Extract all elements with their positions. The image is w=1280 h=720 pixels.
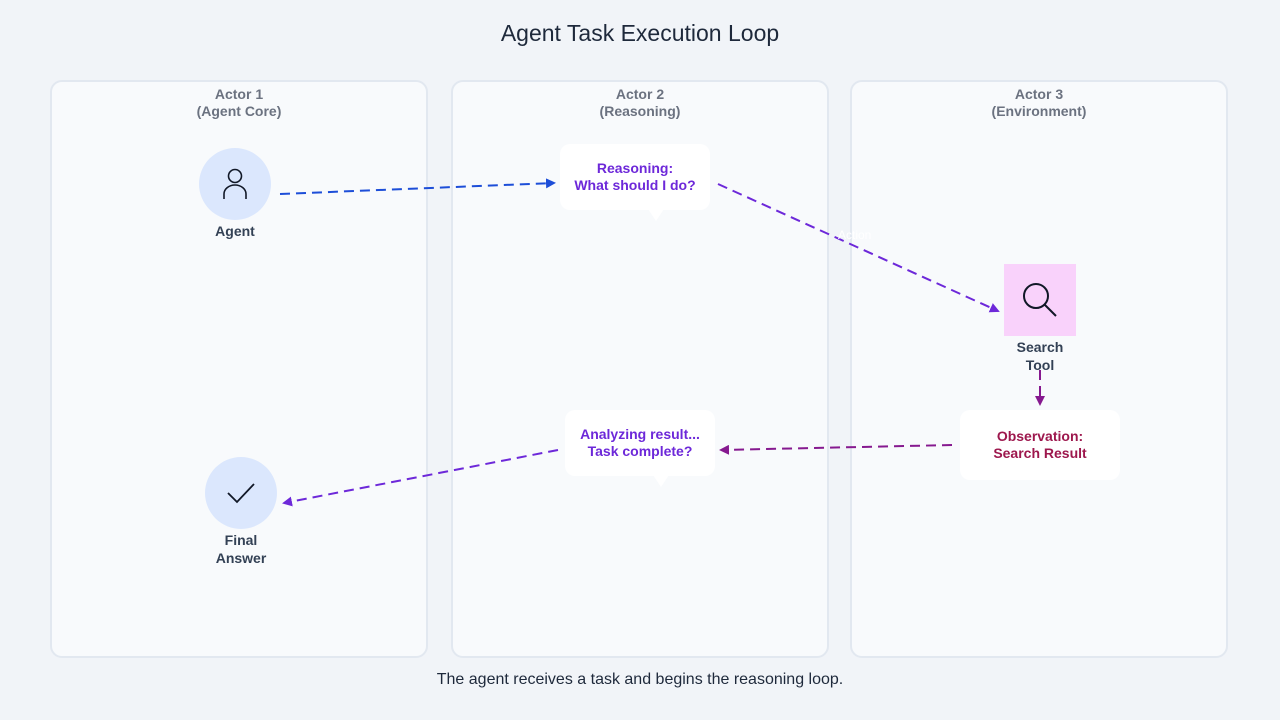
lane-title: Actor 1 xyxy=(214,86,264,102)
lane-title: Actor 3 xyxy=(1014,86,1064,102)
search-tool-line2: Tool xyxy=(1025,357,1055,373)
agent-label-text: Agent xyxy=(215,223,255,239)
checkmark-icon xyxy=(227,483,255,504)
diagram-title: Agent Task Execution Loop xyxy=(500,20,780,46)
analyzing-line2: Task complete? xyxy=(587,443,693,459)
arrow-reasoning-to-tool xyxy=(717,183,1000,313)
arrow-observation-to-analyzing xyxy=(719,444,953,455)
search-tool-label: Search Tool xyxy=(990,338,1090,374)
lane-title: Actor 2 xyxy=(615,86,665,102)
status-caption: The agent receives a task and begins the… xyxy=(436,671,844,688)
final-answer-label: Final Answer xyxy=(191,531,291,567)
observation-bubble: Observation: Search Result xyxy=(960,410,1120,480)
lane-header-actor-2: Actor 2 (Reasoning) xyxy=(453,86,827,120)
lane-subtitle: (Reasoning) xyxy=(599,103,681,119)
search-tool-line1: Search xyxy=(1016,339,1064,355)
edge-label-action: Action xyxy=(838,228,872,242)
analyzing-bubble: Analyzing result... Task complete? xyxy=(565,410,715,487)
lane-actor-3: Actor 3 (Environment) xyxy=(850,80,1228,658)
final-answer-line1: Final xyxy=(224,532,258,548)
arrow-analyzing-to-final xyxy=(282,449,559,507)
bubble-tail xyxy=(648,209,664,221)
lane-subtitle: (Agent Core) xyxy=(196,103,282,119)
observation-line1: Observation: xyxy=(996,428,1084,444)
agent-node xyxy=(199,148,271,220)
arrow-agent-to-reasoning xyxy=(279,178,556,195)
observation-line2: Search Result xyxy=(993,445,1087,461)
reasoning-line2: What should I do? xyxy=(574,177,696,193)
lane-subtitle: (Environment) xyxy=(991,103,1087,119)
lane-header-actor-1: Actor 1 (Agent Core) xyxy=(52,86,426,120)
reasoning-line1: Reasoning: xyxy=(596,160,674,176)
bubble-tail xyxy=(653,475,669,487)
final-answer-node xyxy=(205,457,277,529)
lane-header-actor-3: Actor 3 (Environment) xyxy=(852,86,1226,120)
analyzing-line1: Analyzing result... xyxy=(580,426,700,442)
agent-label: Agent xyxy=(185,222,285,240)
search-tool-node xyxy=(1004,264,1076,336)
user-icon xyxy=(223,168,247,199)
reasoning-bubble: Reasoning: What should I do? xyxy=(560,144,710,221)
final-answer-line2: Answer xyxy=(215,550,267,566)
magnifier-icon xyxy=(1023,283,1057,317)
